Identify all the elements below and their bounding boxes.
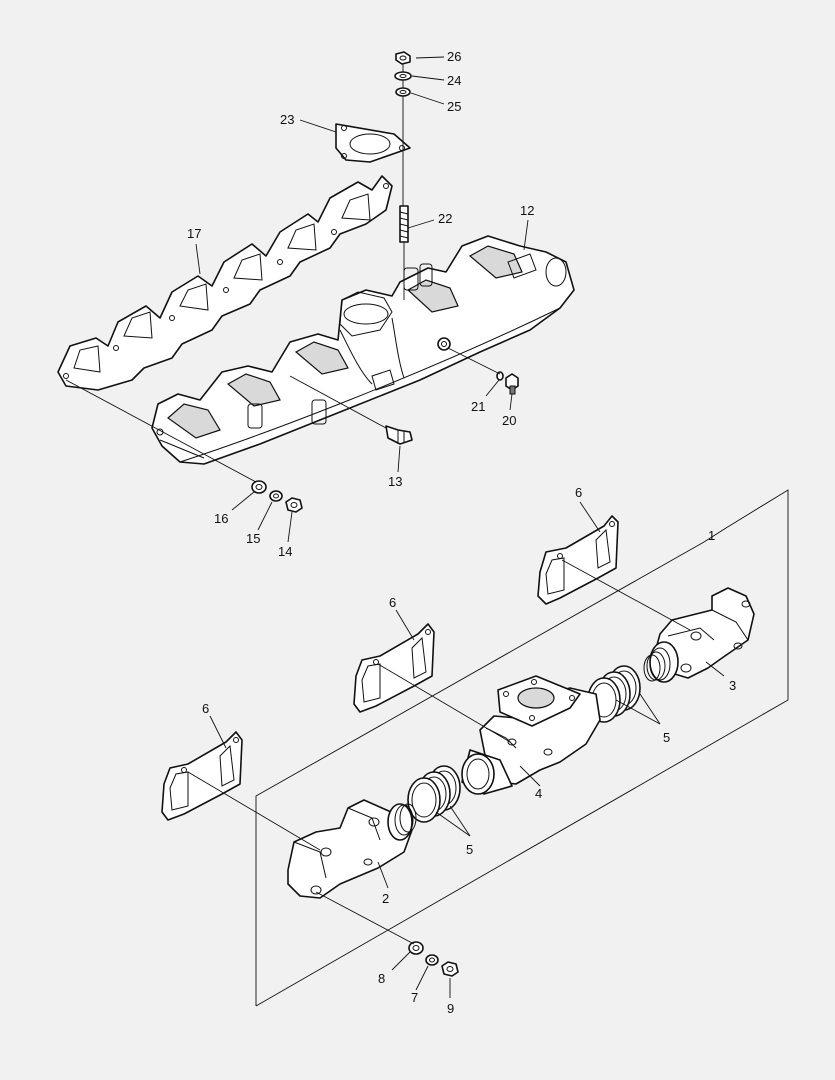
callout-23: 23 [280,112,294,127]
callout-22: 22 [438,211,452,226]
callout-labels: 26 24 25 23 22 12 17 21 20 13 16 15 14 1… [187,49,736,1016]
callout-6-rear: 6 [575,485,582,500]
left-lock-washer [269,490,283,502]
bottom-flat-washer [408,941,424,955]
callout-13: 13 [388,474,402,489]
top-lock-washer [394,71,412,81]
callout-21: 21 [471,399,485,414]
seal-rings-front [407,765,461,823]
stud [399,205,409,243]
flange-gasket-front [161,731,243,821]
callout-16: 16 [214,511,228,526]
top-flat-washer [395,87,411,97]
callout-3: 3 [729,678,736,693]
drain-plug [505,373,519,395]
callout-9: 9 [447,1001,454,1016]
callout-5-rear: 5 [663,730,670,745]
callout-24: 24 [447,73,461,88]
callout-6-front: 6 [202,701,209,716]
top-leader-lines [65,56,529,543]
flange-gasket-middle [353,623,435,713]
callout-1: 1 [708,528,715,543]
callout-12: 12 [520,203,534,218]
manifold-sleeve [437,337,451,351]
top-nut [395,51,411,65]
callout-5-front: 5 [466,842,473,857]
center-pipe-sleeve [461,749,513,795]
left-flat-washer [251,480,267,494]
callout-15: 15 [246,531,260,546]
manifold-bolt [385,425,413,445]
plug-washer [496,371,504,381]
callout-8: 8 [378,971,385,986]
left-nut [285,497,303,513]
bottom-nut [441,961,459,977]
callout-17: 17 [187,226,201,241]
callout-7: 7 [411,990,418,1005]
callout-14: 14 [278,544,292,559]
bottom-lock-washer [425,954,439,966]
flange-gasket [335,123,411,163]
rear-pipe-rings [643,641,679,683]
callout-6-middle: 6 [389,595,396,610]
callout-2: 2 [382,891,389,906]
front-pipe-rings [387,803,417,841]
exhaust-manifold [151,235,575,465]
manifold-gasket [57,175,393,391]
callout-4: 4 [535,786,542,801]
bottom-leader-lines [187,501,725,998]
flange-gasket-rear [537,515,619,605]
callout-25: 25 [447,99,461,114]
callout-26: 26 [447,49,461,64]
callout-20: 20 [502,413,516,428]
assembly-outline [255,489,789,1007]
